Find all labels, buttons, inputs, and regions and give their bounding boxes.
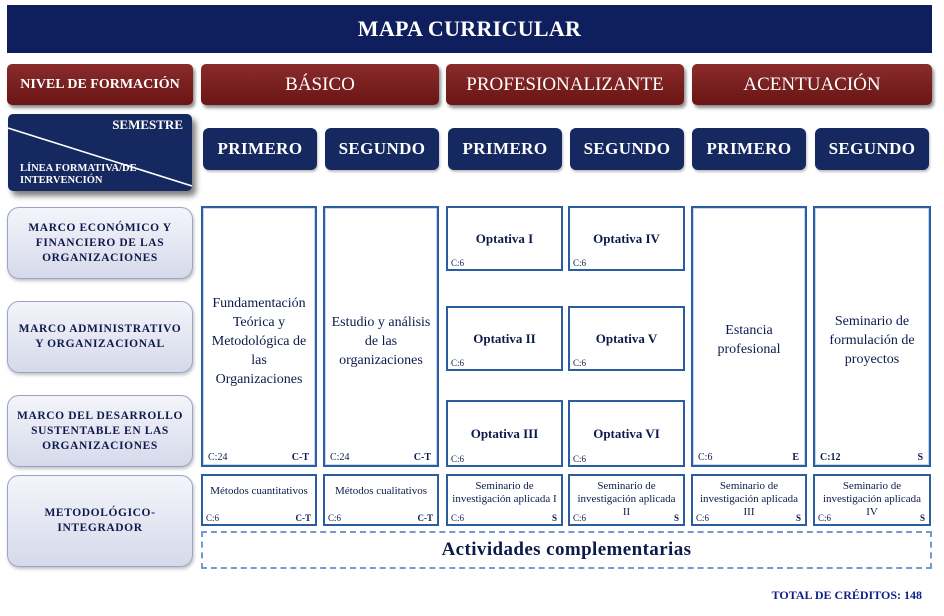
course-credits: C:6 [573,358,587,368]
course-credits: C:12 [820,452,841,463]
course-optativa-4: Optativa IV C:6 [568,206,685,271]
course-seminario-investigacion-4: Seminario de investigación aplicada IV C… [813,474,931,526]
course-metodos-cuantitativos: Métodos cuantitativos C:6 C-T [201,474,317,526]
course-optativa-3: Optativa III C:6 [446,400,563,467]
course-type: C-T [295,513,312,523]
total-credits: TOTAL DE CRÉDITOS: 148 [771,588,922,602]
course-name: Seminario de investigación aplicada III [699,480,799,518]
course-optativa-5: Optativa V C:6 [568,306,685,371]
course-type: C-T [413,452,431,463]
course-name: Optativa V [595,330,658,346]
course-credits: C:24 [208,452,228,463]
course-name: Seminario de formulación de proyectos [829,314,915,367]
course-name: Métodos cualitativos [335,485,427,497]
course-name: Optativa IV [593,230,660,246]
course-name: Seminario de investigación aplicada IV [822,480,922,518]
course-credits: C:24 [330,452,350,463]
course-type: S [551,513,557,523]
course-seminario-investigacion-2: Seminario de investigación aplicada II C… [568,474,685,526]
corner-line-label: LÍNEA FORMATIVA/DE INTERVENCIÓN [20,163,137,186]
row-label-metodologico: METODOLÓGICO-INTEGRADOR [7,475,193,567]
level-profesionalizante-header: PROFESIONALIZANTE [446,64,684,105]
course-name: Estancia profesional [717,323,781,357]
semester-header: PRIMERO [692,128,806,170]
actividades-complementarias: Actividades complementarias [201,531,932,569]
page-title: MAPA CURRICULAR [7,5,932,53]
course-credits: C:6 [573,454,587,464]
level-basico-header: BÁSICO [201,64,439,105]
course-name: Estudio y análisis de las organizaciones [331,315,431,368]
course-credits: C:6 [573,513,587,523]
course-credits: C:6 [451,358,465,368]
course-credits: C:6 [696,513,710,523]
course-name: Seminario de investigación aplicada I [452,480,557,505]
course-name: Optativa VI [593,425,660,441]
level-acentuacion-header: ACENTUACIÓN [692,64,932,105]
course-credits: C:6 [451,258,465,268]
course-credits: C:6 [206,513,220,523]
course-name: Métodos cuantitativos [210,485,308,497]
course-name: Fundamentación Teórica y Metodológica de… [211,296,307,387]
nivel-formacion-header: NIVEL DE FORMACIÓN [7,64,193,105]
course-type: S [795,513,801,523]
course-credits: C:6 [328,513,342,523]
course-name: Optativa II [473,330,536,346]
row-label-administrativo: MARCO ADMINISTRATIVO Y ORGANIZACIONAL [7,301,193,373]
corner-semester-label: SEMESTRE [112,117,183,132]
course-type: C-T [417,513,434,523]
course-name: Optativa I [475,230,534,246]
course-estancia-profesional: Estancia profesional C:6 E [691,206,807,467]
course-credits: C:6 [451,513,465,523]
row-label-sustentable: MARCO DEL DESARROLLO SUSTENTABLE EN LAS … [7,395,193,467]
course-type: E [792,452,799,463]
course-optativa-2: Optativa II C:6 [446,306,563,371]
course-type: S [919,513,925,523]
semester-header: PRIMERO [203,128,317,170]
semester-header: SEGUNDO [325,128,439,170]
course-credits: C:6 [818,513,832,523]
course-fundamentacion: Fundamentación Teórica y Metodológica de… [201,206,317,467]
course-name: Optativa III [470,425,539,441]
corner-diagonal-line [8,127,192,187]
course-name: Seminario de investigación aplicada II [577,480,676,518]
course-credits: C:6 [573,258,587,268]
course-optativa-6: Optativa VI C:6 [568,400,685,467]
course-type: S [673,513,679,523]
course-credits: C:6 [451,454,465,464]
course-seminario-investigacion-1: Seminario de investigación aplicada I C:… [446,474,563,526]
semester-header: PRIMERO [448,128,562,170]
semester-line-corner-cell: SEMESTRE LÍNEA FORMATIVA/DE INTERVENCIÓN [8,114,192,191]
course-type: S [917,452,923,463]
course-optativa-1: Optativa I C:6 [446,206,563,271]
course-type: C-T [291,452,309,463]
semester-header: SEGUNDO [815,128,929,170]
course-seminario-investigacion-3: Seminario de investigación aplicada III … [691,474,807,526]
semester-header: SEGUNDO [570,128,684,170]
course-credits: C:6 [698,452,713,463]
course-seminario-formulacion: Seminario de formulación de proyectos C:… [813,206,931,467]
course-metodos-cualitativos: Métodos cualitativos C:6 C-T [323,474,439,526]
course-estudio-analisis: Estudio y análisis de las organizaciones… [323,206,439,467]
row-label-economico: MARCO ECONÓMICO Y FINANCIERO DE LAS ORGA… [7,207,193,279]
